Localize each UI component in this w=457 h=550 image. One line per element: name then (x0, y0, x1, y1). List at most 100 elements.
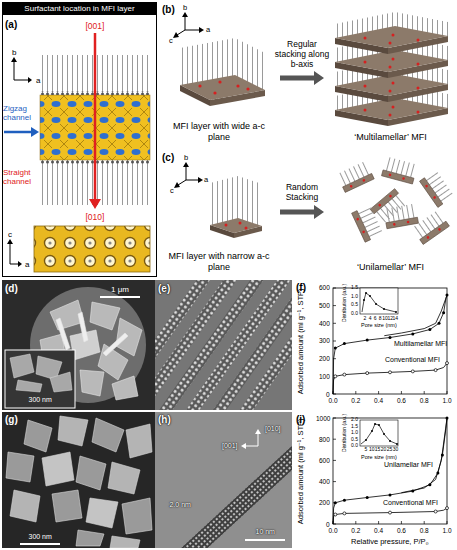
stacked-layers (417, 63, 420, 66)
random-layers (337, 156, 455, 244)
axis-arrows (28, 77, 32, 83)
random-layers (362, 230, 365, 233)
isotherm-chart (365, 292, 367, 294)
figure-label: a (206, 26, 210, 35)
random-layers (389, 194, 393, 198)
isotherm-chart (389, 493, 392, 496)
isotherm-chart (334, 375, 337, 378)
isotherm-chart (428, 483, 431, 486)
straight-channel-arrow (94, 33, 97, 200)
axis-title: Adsorbed amount (ml g⁻¹, STP) (297, 418, 306, 524)
axis-arrows (14, 80, 29, 81)
axis-arrows (183, 162, 189, 167)
figure-label: 0.0 (351, 443, 358, 449)
axis-arrows (186, 166, 187, 180)
illustration-group: ‘Multilamellar’ MFI (326, 18, 455, 144)
figure-label: 4 (369, 316, 372, 322)
sem-image (42, 452, 74, 486)
tem-image (158, 280, 292, 410)
isotherm-chart (333, 418, 447, 524)
figure-label: 2.0 (351, 417, 358, 423)
figure-label: 800 (319, 436, 330, 443)
panel-frame: Surfactant location in MFI layer (2, 2, 157, 277)
random-layers (352, 205, 384, 242)
figure-label: 0.6 (397, 527, 406, 534)
panel-letter: (c) (162, 152, 174, 164)
figure-label: 14 (392, 316, 398, 322)
random-layers (356, 217, 359, 220)
random-layers (343, 173, 375, 192)
caption-text: MFI layer with wide a-c plane (160, 121, 278, 144)
random-layers (383, 203, 418, 228)
isotherm-chart (401, 418, 447, 493)
sem-image (58, 416, 88, 446)
sem-image (2, 280, 155, 410)
figure-label: 300 (319, 337, 330, 344)
tem-image (194, 280, 292, 410)
figure-label: 8 (379, 316, 382, 322)
figure-label: 0.0 (351, 311, 358, 317)
axis-arrows (7, 239, 13, 244)
isotherm-chart (334, 501, 337, 504)
figure-label: 20 (381, 447, 387, 453)
tem-image (176, 280, 292, 410)
figure-label: 12 (387, 316, 393, 322)
isotherm-chart (438, 322, 441, 325)
figure-label: Zigzag channel (3, 104, 39, 122)
isotherm-chart (343, 373, 346, 376)
straight-channel-arrow (89, 33, 101, 209)
illustration-group: MFI layer with narrow a-c plane (160, 150, 278, 274)
sem-image (52, 490, 82, 522)
figure-label: Pore size (nm) (361, 322, 397, 328)
panel-letter: (g) (5, 414, 18, 426)
axis-arrows (10, 243, 11, 264)
random-layers (407, 220, 410, 223)
axis-arrows (198, 177, 203, 183)
figure-label: 1 μm (111, 285, 129, 294)
sem-image (20, 543, 60, 545)
stacked-layers (389, 114, 392, 117)
mfi-layer (218, 80, 221, 83)
isotherm-chart (383, 433, 385, 435)
sem-image (16, 380, 42, 392)
random-layers (378, 203, 382, 207)
isotherm-chart (383, 308, 385, 310)
sem-image (2, 412, 155, 548)
isotherm-chart (343, 342, 346, 345)
figure-label: 600 (319, 457, 330, 464)
framework-view (34, 226, 150, 272)
arrow-label: Random Stacking (274, 183, 330, 203)
random-layers (402, 177, 405, 180)
sem-image (108, 462, 140, 494)
panel-letter: (b) (162, 4, 175, 16)
mfi-layer (198, 84, 201, 87)
axis-arrows (186, 180, 199, 181)
figure-label: b (184, 154, 188, 163)
stacked-layers (417, 87, 420, 90)
figure-label: [010] (86, 213, 105, 223)
isotherm-chart (363, 299, 365, 301)
isotherm-chart (365, 423, 398, 445)
tem-image (177, 437, 292, 548)
mfi-layer (180, 38, 265, 106)
sem-image (2, 412, 155, 548)
sem-image (10, 354, 34, 378)
figure-label: c (169, 37, 173, 46)
sem-image (92, 418, 124, 452)
stacked-layers (364, 109, 367, 112)
sem-image (116, 318, 142, 356)
figure-label: 0.4 (374, 397, 383, 404)
isotherm-chart (333, 418, 447, 524)
random-layers (382, 156, 418, 184)
panel-letter: (h) (158, 414, 171, 426)
axis-arrows (178, 180, 186, 185)
isotherm-chart (389, 336, 392, 339)
sem-image (100, 296, 140, 298)
panel-letter: (a) (5, 19, 17, 31)
axis-title: Adsorbed amount (ml g⁻¹, STP) (297, 288, 306, 394)
random-layers (349, 185, 352, 188)
sem-image (90, 302, 120, 330)
isotherm-chart (374, 423, 376, 425)
axis-arrows (174, 182, 180, 188)
figure-label: 10 nm (256, 528, 275, 536)
